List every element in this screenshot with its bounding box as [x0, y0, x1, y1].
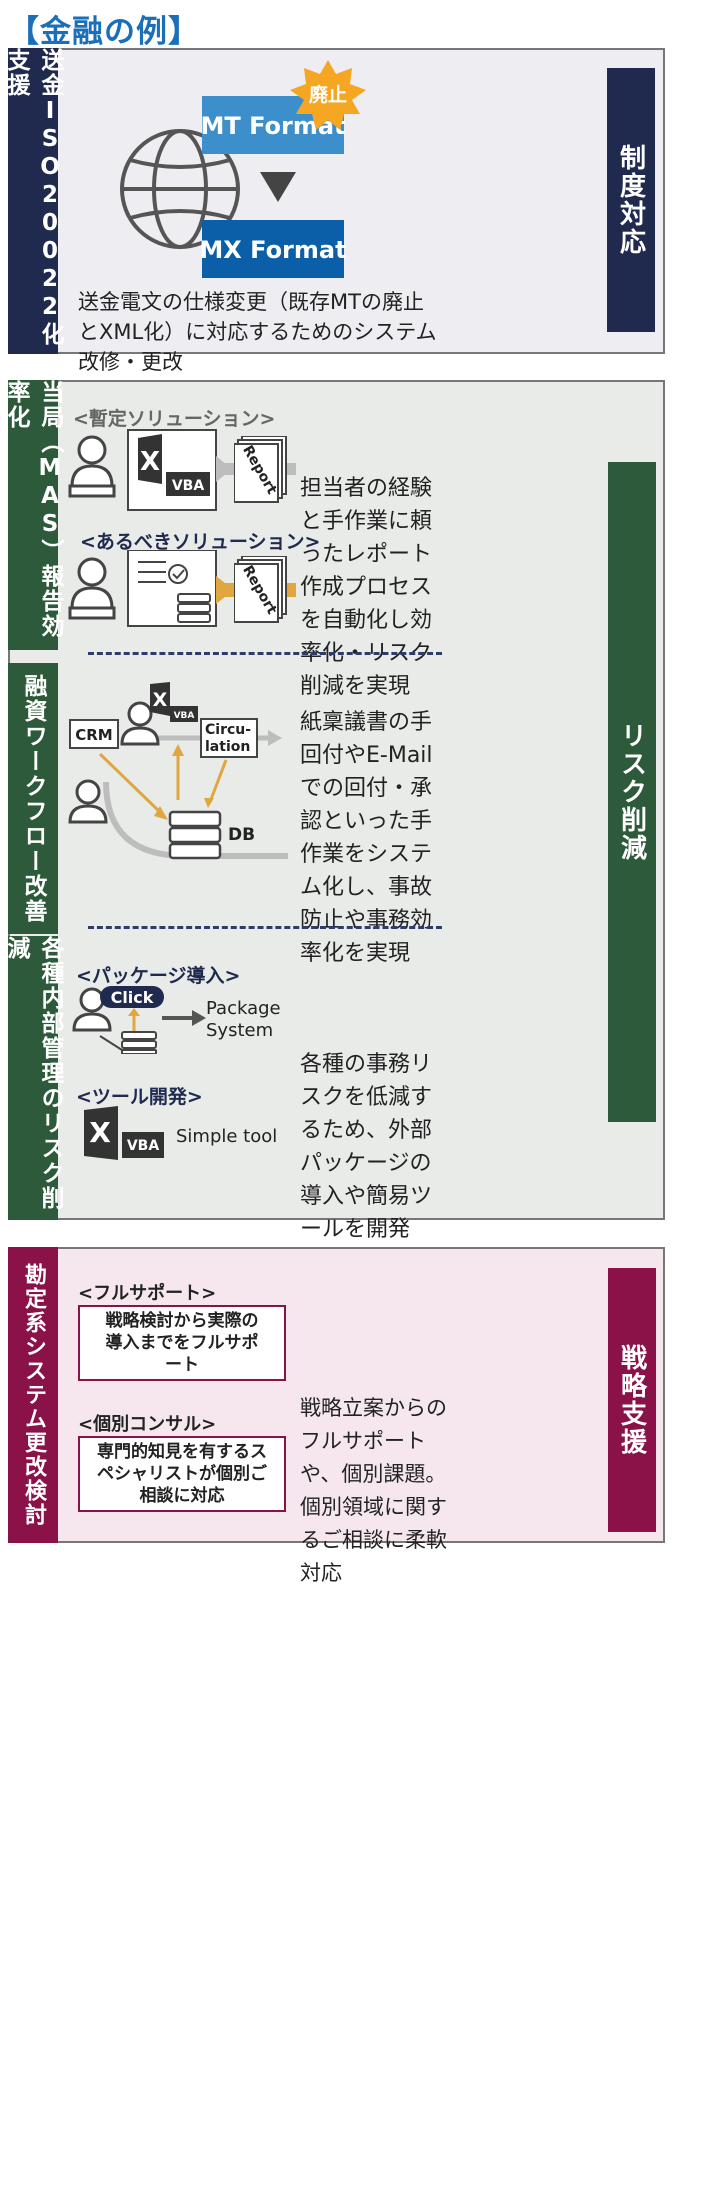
package-diagram: Click [72, 986, 206, 1054]
svg-text:VBA: VBA [174, 711, 195, 721]
internal-control-description: 各種の事務リスクを低減するため、外部パッケージの導入や簡易ツールを開発 [300, 1052, 433, 1242]
label-full-support: <フルサポート> [78, 1283, 217, 1304]
svg-text:VBA: VBA [172, 478, 205, 494]
server-icon [121, 1031, 157, 1054]
report-stack-2: Report [234, 556, 287, 623]
core-banking-description: 戦略立案からのフルサポートや、個別課題。個別領域に関するご相談に柔軟対応 [300, 1396, 447, 1585]
tag-strategy-support: 戦略支援 [608, 1268, 656, 1532]
checklist-icon [138, 561, 188, 584]
svg-text:X: X [140, 447, 160, 477]
vba-badge [122, 1132, 164, 1158]
click-label: Click [111, 988, 154, 1007]
divider [88, 652, 442, 655]
divider [88, 926, 442, 929]
label-consulting: <個別コンサル> [78, 1414, 217, 1435]
db-label: DB [228, 825, 255, 845]
report-stack-1: Report [234, 436, 287, 503]
consulting-text: 専門的知見を有するスペシャリストが個別ご相談に対応 [97, 1442, 267, 1506]
database-icon [168, 810, 222, 860]
svg-text:VBA: VBA [127, 1138, 160, 1154]
user-icon [68, 435, 116, 498]
label-tool: <ツール開発> [76, 1086, 203, 1108]
tag-iso20022: 送金ISO20022化支援 [3, 48, 63, 354]
abolished-badge [290, 60, 366, 130]
label-package: <パッケージ導入> [76, 965, 241, 987]
simple-tool-label: Simple tool [176, 1126, 278, 1147]
iso-description: 送金電文の仕様変更（既存MTの廃止とXML化）に対応するためのシステム改修・更改 [78, 290, 437, 374]
vba-badge [166, 472, 210, 496]
excel-icon [84, 1106, 118, 1160]
full-support-text: 戦略検討から実際の導入までをフルサポート [105, 1311, 259, 1375]
mx-format-label: MX Format [199, 236, 346, 264]
loan-workflow-diagram: CRM X VBA DB [68, 682, 288, 860]
user-icon [120, 701, 160, 746]
click-button [100, 986, 164, 1008]
tag-internal-control: 各種内部管理のリスク削減 [3, 936, 63, 1220]
page-title: 【金融の例】 [8, 14, 200, 50]
svg-text:X: X [153, 689, 168, 711]
user-icon [68, 557, 116, 620]
interim-solution-diagram: X VBA [68, 429, 296, 511]
server-icon [177, 593, 211, 623]
tag-regulatory: 制度対応 [607, 68, 655, 332]
excel-icon [138, 434, 162, 484]
arrow-down-icon [260, 172, 296, 202]
tool-diagram: X VBA [84, 1106, 164, 1160]
user-icon [68, 779, 108, 824]
tag-risk-reduction: リスク削減 [608, 462, 656, 1122]
label-ideal-solution: <あるべきソリューション> [80, 531, 321, 553]
arrow-right-icon [268, 730, 282, 746]
tag-loan-workflow: 融資ワークフロー改善 [8, 663, 58, 934]
mas-description: 担当者の経験と手作業に頼ったレポート作成プロセスを自動化し効率化・リスク削減を実… [300, 476, 433, 699]
arrow-right-icon [216, 456, 232, 482]
full-support-box: 戦略検討から実際の導入までをフルサポート [78, 1305, 286, 1381]
loan-workflow-description: 紙稟議書の手回付やE-Mailでの回付・承認といった手作業をシステム化し、事故防… [300, 710, 433, 966]
tag-core-banking: 勘定系システム更改検討 [8, 1247, 58, 1543]
iso-diagram: MT Format 廃止 MX Format [120, 60, 366, 278]
mx-format-box [202, 220, 344, 278]
arrow-right-icon [216, 576, 234, 604]
svg-text:X: X [89, 1116, 111, 1149]
tag-mas-reporting: 当局（MAS）報告効率化 [3, 380, 63, 650]
globe-icon [120, 129, 240, 249]
crm-box [69, 719, 119, 749]
excel-icon [150, 682, 170, 716]
label-interim-solution: <暫定ソリューション> [73, 408, 276, 430]
consulting-box: 専門的知見を有するスペシャリストが個別ご相談に対応 [78, 1436, 286, 1512]
section-risk-reduction [8, 380, 665, 1220]
package-system-label: Package System [206, 998, 281, 1041]
vba-badge [170, 706, 198, 722]
arrow-right-icon [192, 1010, 206, 1026]
crm-label: CRM [75, 726, 113, 744]
circulation-box: Circu-lation [200, 718, 258, 758]
abolished-badge-label: 廃止 [309, 83, 347, 106]
